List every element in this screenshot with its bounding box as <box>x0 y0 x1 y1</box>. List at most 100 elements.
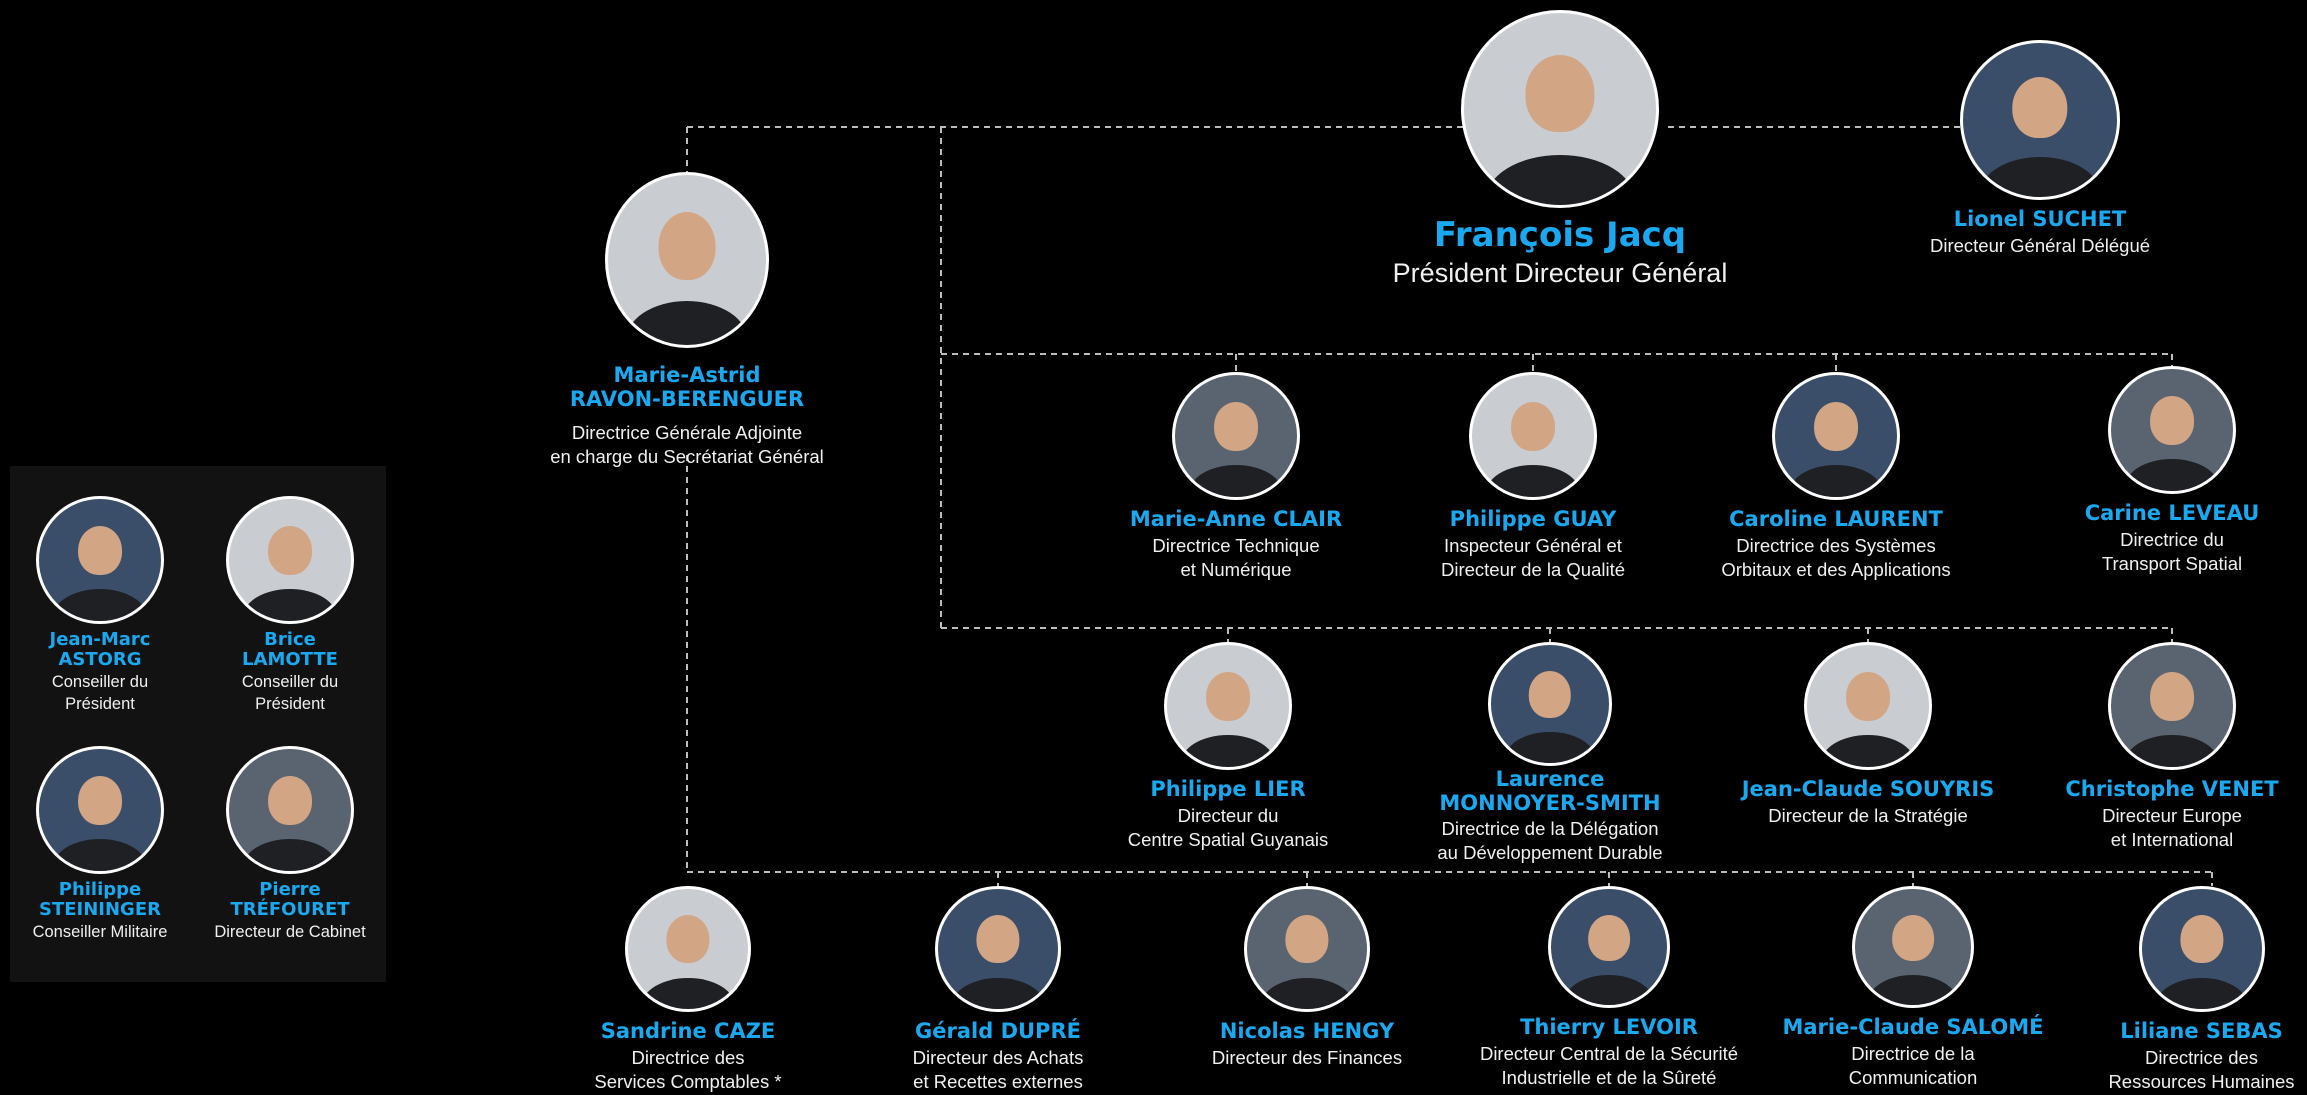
advisor-name-1: Philippe <box>58 879 142 900</box>
director-role-2: Communication <box>1848 1066 1978 1088</box>
deputy-card: Lionel SUCHET Directeur Général Délégué <box>1900 40 2180 258</box>
director-card: Thierry LEVOIR Directeur Central de la S… <box>1464 886 1754 1090</box>
director-name: Laurence <box>1495 767 1605 791</box>
director-role-1: Directeur Central de la Sécurité <box>1479 1042 1739 1064</box>
director-photo <box>935 886 1061 1012</box>
director-name: Nicolas HENGY <box>1219 1019 1395 1043</box>
director-name: Carine LEVEAU <box>2084 501 2260 525</box>
director-photo <box>2108 642 2236 770</box>
advisor-card: Brice LAMOTTE Conseiller du Président <box>210 496 370 715</box>
secretary-general-name-2: RAVON-BERENGUER <box>569 386 805 411</box>
advisor-name-1: Brice <box>264 629 316 650</box>
advisor-card: Pierre TRÉFOURET Directeur de Cabinet <box>210 746 370 944</box>
director-card: Sandrine CAZE Directrice des Services Co… <box>568 886 808 1094</box>
advisor-photo <box>36 746 164 874</box>
advisor-role-1: Conseiller du <box>241 673 339 692</box>
director-role-1: Directeur de la Stratégie <box>1768 804 1968 826</box>
secretary-general-role-2: en charge du Secrétariat Général <box>550 446 824 468</box>
advisor-name-2: TRÉFOURET <box>230 899 350 921</box>
director-role-1: Directrice des <box>631 1046 745 1068</box>
director-role-2: Services Comptables * <box>594 1070 782 1092</box>
director-photo <box>625 886 751 1012</box>
director-role-1: Inspecteur Général et <box>1444 534 1622 556</box>
secretary-general-name-1: Marie-Astrid <box>613 363 761 387</box>
director-role-1: Directeur du <box>1177 804 1279 826</box>
director-photo <box>2108 366 2236 494</box>
advisor-photo <box>226 496 354 624</box>
director-card: Christophe VENET Directeur Europe et Int… <box>2042 642 2302 852</box>
deputy-photo <box>1960 40 2120 200</box>
director-role-1: Directrice des Systèmes <box>1736 534 1936 556</box>
director-card: Laurence MONNOYER-SMITH Directrice de la… <box>1405 642 1695 865</box>
deputy-role: Directeur Général Délégué <box>1929 234 2151 256</box>
director-card: Carine LEVEAU Directrice du Transport Sp… <box>2052 366 2292 576</box>
director-name: Thierry LEVOIR <box>1520 1015 1698 1039</box>
director-role-1: Directeur des Achats <box>912 1046 1084 1068</box>
director-role-2: Centre Spatial Guyanais <box>1127 828 1329 850</box>
director-card: Philippe GUAY Inspecteur Général et Dire… <box>1403 372 1663 582</box>
director-card: Caroline LAURENT Directrice des Systèmes… <box>1686 372 1986 582</box>
director-role-2: et International <box>2110 828 2234 850</box>
director-role-1: Directrice des <box>2144 1046 2259 1068</box>
president-name: François Jacq <box>1433 215 1687 255</box>
director-name: Philippe LIER <box>1150 777 1306 801</box>
deputy-name: Lionel SUCHET <box>1953 207 2127 231</box>
advisor-photo <box>36 496 164 624</box>
director-card: Jean-Claude SOUYRIS Directeur de la Stra… <box>1713 642 2023 828</box>
president-role: Président Directeur Général <box>1392 258 1728 289</box>
director-role-2: et Numérique <box>1180 558 1292 580</box>
director-name: Gérald DUPRÉ <box>915 1019 1081 1043</box>
director-role-1: Directrice de la Délégation <box>1441 818 1659 840</box>
advisor-name-1: Jean-Marc <box>49 629 151 650</box>
advisor-name-2: LAMOTTE <box>242 649 338 671</box>
director-name: Philippe GUAY <box>1449 507 1617 531</box>
secretary-general-photo <box>605 172 769 348</box>
director-role-1: Directeur des Finances <box>1211 1046 1403 1068</box>
director-role-2: Directeur de la Qualité <box>1440 558 1626 580</box>
director-role-2: Orbitaux et des Applications <box>1721 558 1951 580</box>
director-name: Sandrine CAZE <box>600 1019 776 1043</box>
director-photo <box>1164 642 1292 770</box>
director-role-1: Directrice Technique <box>1152 534 1320 556</box>
director-role-2: Industrielle et de la Sûreté <box>1501 1066 1717 1088</box>
director-photo <box>1852 886 1974 1008</box>
director-role-2: Ressources Humaines <box>2108 1070 2295 1092</box>
advisor-photo <box>226 746 354 874</box>
director-role-1: Directrice du <box>2120 528 2224 550</box>
advisor-role-1: Conseiller Militaire <box>32 923 168 942</box>
director-card: Liliane SEBAS Directrice des Ressources … <box>2096 886 2307 1094</box>
secretary-general-role-1: Directrice Générale Adjointe <box>571 422 803 444</box>
advisor-name-2: ASTORG <box>58 649 142 671</box>
director-photo <box>2138 886 2265 1012</box>
director-role-1: Directrice de la <box>1851 1042 1975 1064</box>
director-photo <box>1772 372 1900 500</box>
advisor-role-2: Président <box>255 694 325 713</box>
director-photo <box>1488 642 1612 766</box>
advisor-role-2: Président <box>65 694 135 713</box>
director-name-2: MONNOYER-SMITH <box>1439 790 1661 815</box>
director-role-2: et Recettes externes <box>913 1070 1083 1092</box>
director-name: Liliane SEBAS <box>2120 1019 2283 1043</box>
director-photo <box>1172 372 1300 500</box>
director-name: Marie-Anne CLAIR <box>1129 507 1343 531</box>
advisor-role-1: Directeur de Cabinet <box>214 923 366 942</box>
president-card: François Jacq Président Directeur Généra… <box>1240 10 1880 291</box>
secretary-general-card: Marie-Astrid RAVON-BERENGUER Directrice … <box>537 172 837 469</box>
director-photo <box>1804 642 1932 770</box>
advisor-name-1: Pierre <box>259 879 321 900</box>
director-role-2: Transport Spatial <box>2101 552 2243 574</box>
director-photo <box>1469 372 1597 500</box>
director-card: Nicolas HENGY Directeur des Finances <box>1187 886 1427 1070</box>
director-name: Caroline LAURENT <box>1729 507 1943 531</box>
advisor-card: Jean-Marc ASTORG Conseiller du Président <box>20 496 180 715</box>
advisor-role-1: Conseiller du <box>51 673 149 692</box>
president-photo <box>1461 10 1659 208</box>
director-card: Marie-Claude SALOMÉ Directrice de la Com… <box>1768 886 2058 1090</box>
director-card: Gérald DUPRÉ Directeur des Achats et Rec… <box>878 886 1118 1094</box>
director-role-1: Directeur Europe <box>2102 804 2242 826</box>
director-card: Marie-Anne CLAIR Directrice Technique et… <box>1106 372 1366 582</box>
advisors-panel: Jean-Marc ASTORG Conseiller du Président… <box>10 466 386 982</box>
director-name: Christophe VENET <box>2065 777 2279 801</box>
director-photo <box>1548 886 1670 1008</box>
